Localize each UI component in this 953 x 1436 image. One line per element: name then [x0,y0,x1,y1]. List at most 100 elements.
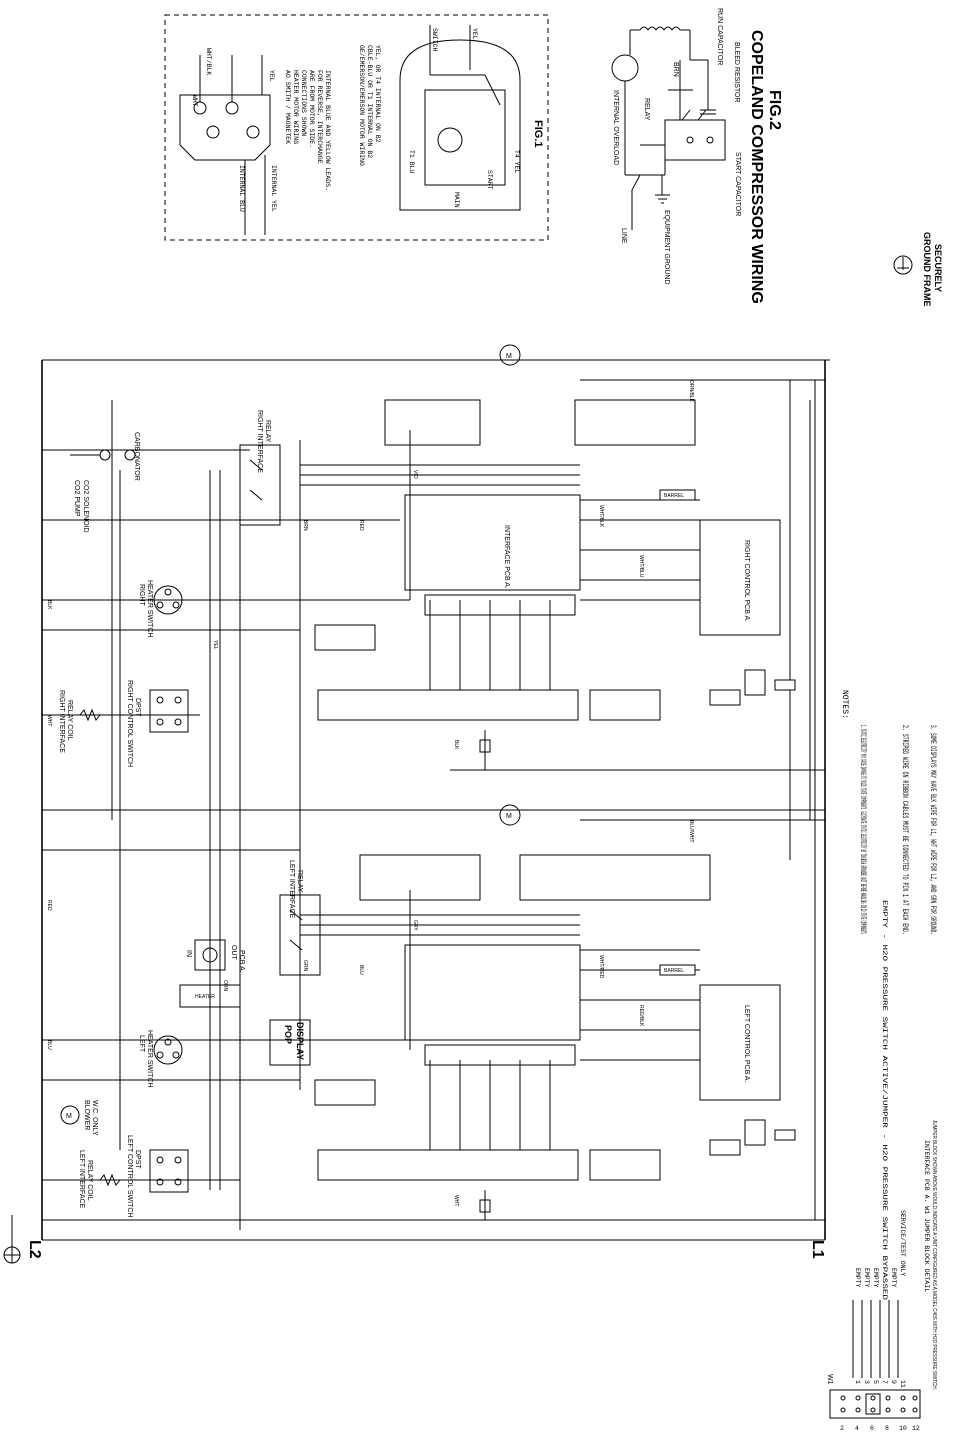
wire-color-tag: RED [358,520,364,531]
upper-relay-bank-1 [384,399,481,446]
note-1: 1. STATIC ELECTRICITY MAY CAUSE DAMAGE T… [858,725,867,935]
svg-text:1: 1 [854,1380,861,1384]
wire-color-tag: WHT/BLU [638,555,644,578]
wire-color-tag: WHT [46,715,52,726]
wire-color-tag: GRN [302,960,308,972]
barrel-upper [659,489,696,501]
pcb-label: PCB A. [238,950,245,973]
svg-text:RELAY: RELAY [264,420,271,443]
svg-text:RIGHT CONTROL PCB A.: RIGHT CONTROL PCB A. [743,540,750,622]
start-capacitor-label: START CAPACITOR [734,152,741,216]
svg-text:GE/EMERSON/EMERSON MOTOR WIRIN: GE/EMERSON/EMERSON MOTOR WIRING [358,45,365,166]
right-control-switch [149,689,189,733]
svg-text:10: 10 [899,1425,907,1432]
motor-rotor [437,127,463,153]
jumper-fn-11: SERVICE/TEST ONLY [899,1210,906,1276]
motor-interior [424,89,506,186]
left-heater-switch [153,1035,183,1065]
lower-relay-bank-1 [359,854,481,901]
carbonator-terminal [99,449,111,461]
fig2-compressor-wiring: RUN CAPACITOR BLEED RESISTOR START CAPAC… [611,8,783,304]
ground-frame-note: GROUND FRAME SECURELY [893,232,943,307]
wire-color-tag: BLU [46,1040,52,1050]
fig1-frame [164,14,549,241]
wire-color-tag: ORN [222,980,228,992]
wire-color-tag: RED/BLK [638,1005,644,1027]
right-relay-coil-label: RIGHT INTERFACE [58,690,65,753]
svg-text:INTERNAL BLUE AND YELLOW LEADS: INTERNAL BLUE AND YELLOW LEADS. [324,70,331,191]
right-control-switch-label: RIGHT CONTROL SWITCH [126,680,133,767]
l1-label: L1 [809,1240,826,1259]
svg-text:RELAY: RELAY [296,870,303,893]
wire-color-tag: WHT [453,1195,459,1206]
lower-solenoid-row [317,1149,579,1181]
barrel-lower [659,964,696,976]
svg-text:3: 3 [863,1380,870,1384]
svg-text:7: 7 [881,1380,888,1384]
svg-text:BARREL: BARREL [664,968,684,974]
note-3: 3. SOME DISPLAYS MAY HAVE BLK WIRE FOR L… [928,725,937,935]
svg-text:DPST: DPST [134,1150,141,1169]
svg-text:CBLE-BLU OR T1 INTERNAL ON B2: CBLE-BLU OR T1 INTERNAL ON B2 [366,45,373,158]
svg-text:M: M [66,1113,72,1120]
svg-text:4: 4 [855,1425,859,1432]
left-heater-label: LEFT [138,1035,145,1053]
jumper-fn-9: EMPTY [890,1268,897,1288]
svg-text:LEFT CONTROL PCB A.: LEFT CONTROL PCB A. [743,1005,750,1082]
motor-t1-label: T1 BLU [408,150,415,174]
jumper-pins [840,1393,918,1415]
motor-start-label: START [486,170,493,190]
wire-color-tag: YEL [212,640,218,650]
right-interface-relay [239,444,281,526]
svg-text:IN: IN [185,950,192,957]
terminal-3 [206,125,220,139]
motor-switch-label: SWITCH [431,28,438,52]
run-capacitor-coil [639,26,681,31]
co2-pump-label: CO2 PUMP [73,480,80,517]
fig1-motor-wiring: WHT WHT/BLK YEL INTERNAL BLU INTERNAL YE… [164,14,549,241]
fig1-title: FIG.1 [532,120,544,148]
svg-text:8: 8 [885,1425,889,1432]
terminal-4 [246,125,260,139]
svg-text:HEATER MOTOR WIRING: HEATER MOTOR WIRING [292,70,299,144]
interface-pcb-upper [404,494,581,591]
fig2-subtitle: FIG.2 [766,90,783,130]
connector-strip-upper [424,594,576,616]
relay-label: RELAY [643,98,650,121]
right-control-pcb [699,519,781,636]
svg-text:HEATER SWITCH: HEATER SWITCH [146,580,153,637]
svg-text:HEATER SWITCH: HEATER SWITCH [146,1030,153,1087]
wire-color-tag: VIO [412,470,418,479]
wire-color-tag: BLU/WHT [688,820,694,843]
upper-cap-block [314,624,376,651]
svg-text:12: 12 [912,1425,920,1432]
equipment-ground-label: EQUIPMENT GROUND [663,210,670,285]
jumper-fn-1: EMPTY [854,1268,861,1288]
svg-text:2: 2 [840,1425,844,1432]
connector-strip-lower [424,1044,576,1066]
svg-text:NOTES:: NOTES: [840,690,849,719]
l2-label: L2 [26,1240,43,1259]
wire-color-tag: GRY [412,920,418,931]
svg-text:6: 6 [870,1425,874,1432]
svg-text:RELAY COIL: RELAY COIL [66,700,73,741]
wire-color-tag: BRN [302,520,308,531]
power-rails: L2 L1 [3,359,830,1264]
pcb-a-box [194,939,226,971]
svg-text:HEATER: HEATER [195,994,215,1000]
ladder-rungs [42,379,825,1230]
upper-solenoid-row [317,689,579,721]
w1-jumper-block: W1 2 4 6 8 10 12 1 3 5 7 9 11 EMPTY EMPT… [826,900,937,1432]
fig1-term-yel: YEL [268,70,275,82]
lower-cap-block [314,1079,376,1106]
left-interface-relay-label: LEFT INTERFACE [288,860,295,919]
upper-relay-bank-2 [574,399,696,446]
svg-text:INTERFACE PCB A.: INTERFACE PCB A. [503,525,510,589]
left-control-switch-label: LEFT CONTROL SWITCH [126,1135,133,1217]
relay-box [664,119,726,161]
svg-text:M: M [506,353,512,360]
upper-board-section: INTERFACE PCB A. RIGHT CONTROL PCB A. M … [300,344,796,770]
right-relay-coil [79,708,101,722]
svg-text:DISPLAY: DISPLAY [295,1022,305,1060]
wire-color-tag: ORN/BLK [688,380,694,403]
